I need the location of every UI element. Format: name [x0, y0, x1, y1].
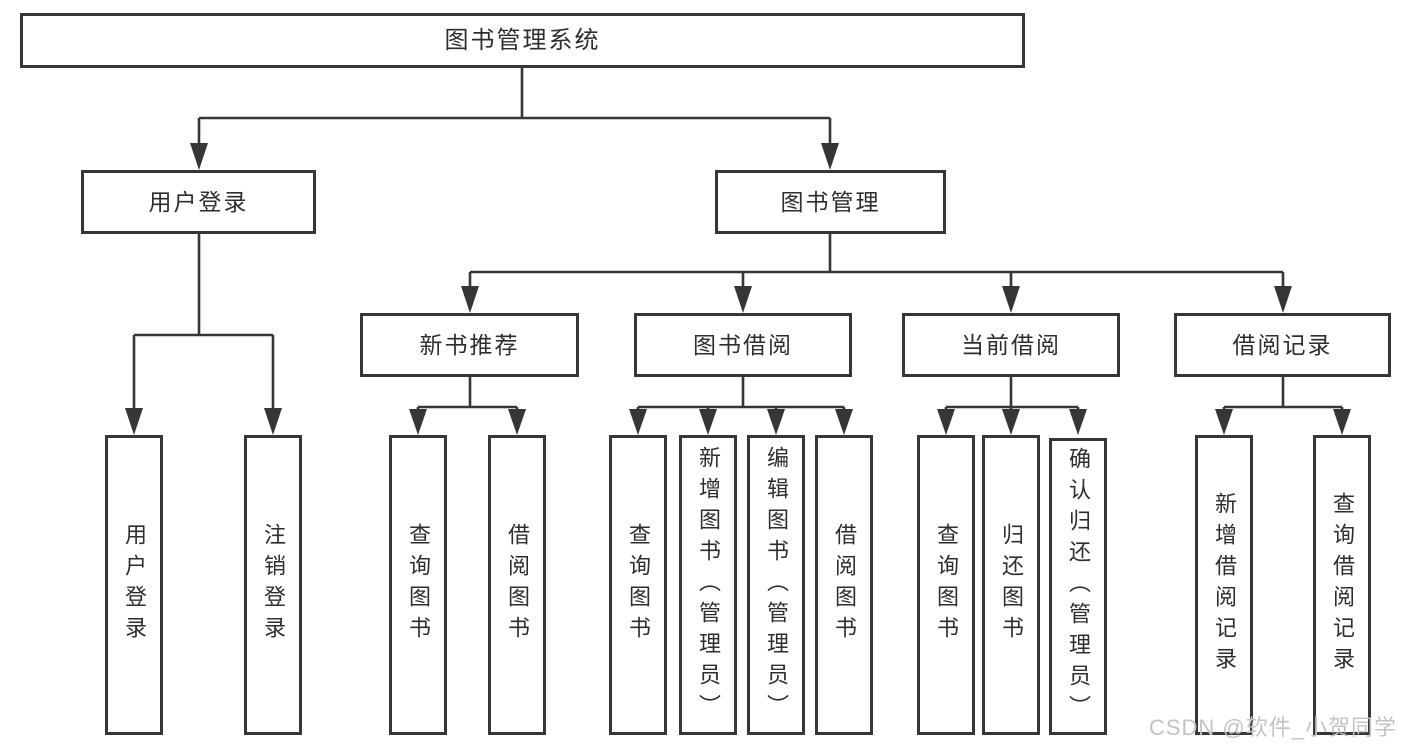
connector-book-borrowing	[636, 377, 846, 412]
leaf-borrow-books-recommend: 借阅图书	[488, 435, 546, 735]
arrowheads	[125, 143, 1351, 435]
leaf-query-borrow-record: 查询借阅记录	[1313, 435, 1371, 735]
connector-new-book-recommend	[416, 377, 519, 412]
leaf-logout: 注销登录	[244, 435, 302, 735]
node-book-borrowing: 图书借阅	[634, 313, 852, 377]
leaf-add-book-admin: 新增图书（管理员）	[679, 435, 737, 735]
leaf-confirm-return-admin: 确认归还（管理员）	[1049, 438, 1107, 735]
connector-book-management	[468, 234, 1285, 290]
leaf-query-books-borrowing: 查询图书	[609, 435, 667, 735]
connector-borrow-records	[1222, 377, 1344, 412]
node-user-login: 用户登录	[81, 170, 316, 234]
leaf-query-books-current: 查询图书	[917, 435, 975, 735]
leaf-edit-book-admin: 编辑图书（管理员）	[747, 435, 805, 735]
csdn-watermark: CSDN @软件_小贺同学	[1148, 715, 1397, 740]
node-current-borrowing: 当前借阅	[902, 313, 1120, 377]
connector-root-stem	[197, 68, 832, 146]
leaf-add-borrow-record: 新增借阅记录	[1195, 435, 1253, 735]
leaf-return-books: 归还图书	[982, 435, 1040, 735]
node-library-management-system: 图书管理系统	[20, 13, 1025, 68]
node-borrow-records: 借阅记录	[1174, 313, 1391, 377]
connector-current-borrowing	[944, 377, 1080, 412]
leaf-query-books-recommend: 查询图书	[389, 435, 447, 735]
leaf-user-login: 用户登录	[105, 435, 163, 735]
node-new-book-recommend: 新书推荐	[360, 313, 579, 377]
connector-user-login	[132, 234, 275, 412]
leaf-borrow-books: 借阅图书	[815, 435, 873, 735]
node-book-management: 图书管理	[715, 170, 946, 234]
